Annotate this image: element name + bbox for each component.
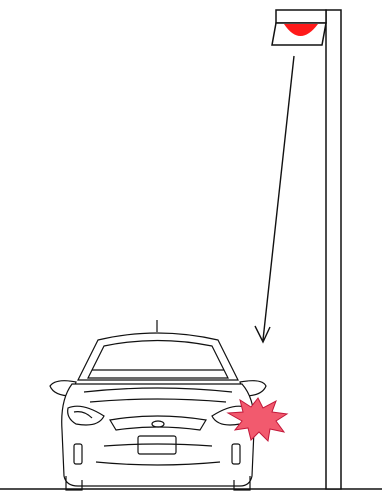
- arrow-icon: [255, 56, 294, 342]
- car-front-icon: [50, 320, 266, 490]
